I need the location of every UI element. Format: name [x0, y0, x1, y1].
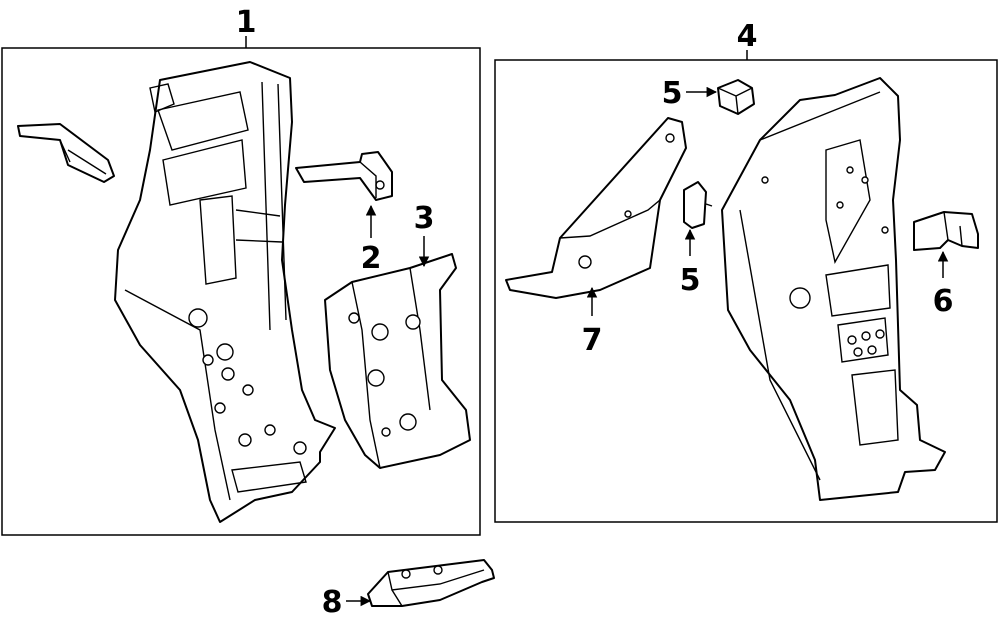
part-5-clip-lower	[683, 181, 713, 229]
callout-8: 8	[322, 585, 343, 620]
part-4-quarter-inner-panel	[721, 77, 946, 501]
callout-1: 1	[236, 5, 257, 40]
part-3-wheelhouse-bracket	[324, 253, 471, 469]
part-1-pillar-assembly	[114, 61, 336, 523]
callout-5-upper: 5	[662, 76, 683, 111]
callout-7: 7	[582, 323, 603, 358]
part-pillar-strip	[17, 123, 115, 183]
callout-3: 3	[414, 201, 435, 236]
part-6-bracket	[913, 211, 979, 251]
callout-6: 6	[933, 284, 954, 319]
callout-4: 4	[737, 19, 758, 54]
callout-5-lower: 5	[680, 263, 701, 298]
part-8-module	[367, 559, 495, 607]
group-1-frame	[1, 47, 481, 536]
part-2-bracket	[295, 151, 393, 201]
callout-2: 2	[361, 241, 382, 276]
part-5-clip-upper	[717, 79, 755, 115]
part-7-bracket	[505, 117, 687, 299]
group-4-frame	[494, 59, 998, 523]
